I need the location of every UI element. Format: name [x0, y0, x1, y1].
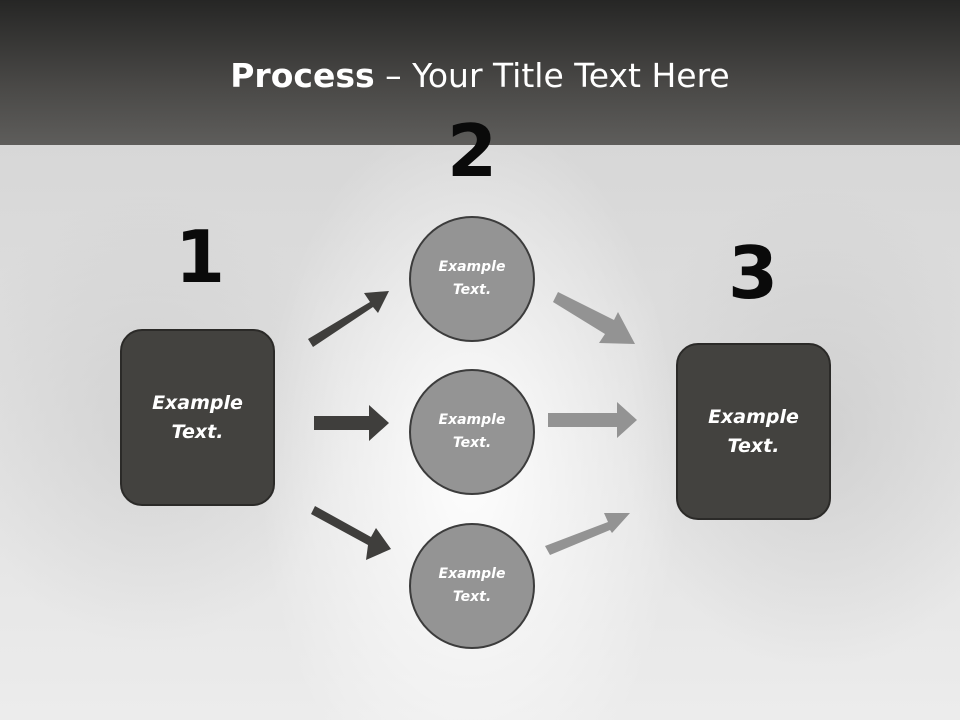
circle-middle-text: Example Text. — [438, 412, 506, 451]
circle-bottom-text: Example Text. — [438, 566, 506, 605]
circle-top: Example Text. — [409, 216, 535, 342]
title-bar: Process – Your Title Text Here — [0, 0, 960, 145]
arrow-from-circle-bottom — [545, 513, 630, 555]
step-box-3-text: Example Text. — [708, 405, 799, 457]
arrow-from-circle-top — [553, 292, 635, 344]
step-number-1: 1 — [174, 215, 226, 299]
circle-top-text: Example Text. — [438, 259, 506, 298]
step-box-1-text: Example Text. — [152, 391, 243, 443]
step-number-2: 2 — [446, 109, 498, 193]
arrow-to-circle-top — [308, 291, 389, 347]
title-rest: – Your Title Text Here — [374, 56, 730, 95]
title-strong: Process — [230, 56, 375, 95]
circle-middle: Example Text. — [409, 369, 535, 495]
slide-title: Process – Your Title Text Here — [0, 54, 960, 98]
arrow-to-circle-middle — [314, 405, 389, 441]
step-box-1: Example Text. — [120, 329, 275, 506]
circle-bottom: Example Text. — [409, 523, 535, 649]
step-box-3: Example Text. — [676, 343, 831, 520]
arrow-from-circle-middle — [548, 402, 637, 438]
arrow-to-circle-bottom — [311, 506, 391, 560]
step-number-3: 3 — [727, 231, 779, 315]
